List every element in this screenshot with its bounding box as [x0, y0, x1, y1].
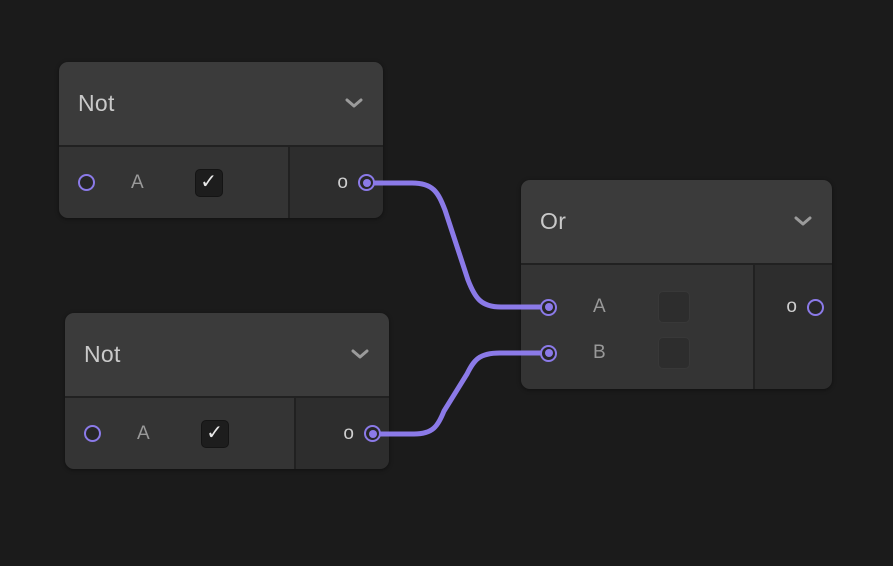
- input-port-a[interactable]: [84, 425, 101, 442]
- node-output-section: o: [755, 265, 832, 389]
- node-input-section: A ✓: [59, 147, 290, 218]
- input-port-b[interactable]: [540, 344, 557, 362]
- node-title: Not: [78, 90, 115, 116]
- node-title: Not: [84, 341, 121, 367]
- node-or[interactable]: Or A B o: [521, 180, 832, 389]
- node-input-section: A B: [521, 265, 755, 389]
- node-input-section: A ✓: [65, 398, 296, 469]
- node-title: Or: [540, 208, 567, 234]
- chevron-down-icon[interactable]: [794, 216, 812, 227]
- input-row-a: A: [540, 284, 753, 330]
- input-row-b: B: [540, 330, 753, 376]
- checkbox-input-a[interactable]: ✓: [200, 419, 229, 448]
- value-box-b: [657, 337, 690, 369]
- output-port-o[interactable]: [358, 174, 375, 191]
- node-output-section: o: [296, 398, 389, 469]
- input-port-a[interactable]: [540, 298, 557, 316]
- output-port-o[interactable]: [364, 425, 381, 442]
- chevron-down-icon[interactable]: [351, 349, 369, 360]
- output-label: o: [337, 171, 348, 193]
- node-header[interactable]: Not: [59, 62, 383, 147]
- node-output-section: o: [290, 147, 383, 218]
- node-not-2[interactable]: Not A ✓ o: [65, 313, 389, 469]
- output-label: o: [786, 296, 797, 317]
- node-header[interactable]: Not: [65, 313, 389, 398]
- checkmark-icon: ✓: [200, 170, 218, 193]
- input-label: A: [131, 171, 144, 193]
- node-header[interactable]: Or: [521, 180, 832, 265]
- checkbox-input-a[interactable]: ✓: [194, 168, 223, 197]
- input-label: B: [593, 342, 606, 363]
- checkmark-icon: ✓: [206, 421, 224, 444]
- node-not-1[interactable]: Not A ✓ o: [59, 62, 383, 218]
- input-label: A: [137, 422, 150, 444]
- chevron-down-icon[interactable]: [345, 98, 363, 109]
- input-label: A: [593, 296, 606, 317]
- value-box-a: [657, 291, 690, 323]
- input-port-a[interactable]: [78, 174, 95, 191]
- output-port-o[interactable]: [807, 298, 824, 316]
- output-label: o: [343, 422, 354, 444]
